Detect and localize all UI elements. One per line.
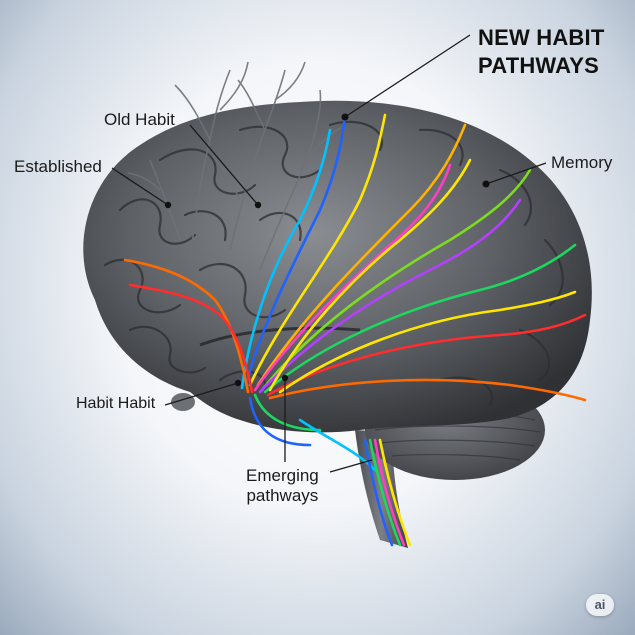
cerebrum: [83, 100, 592, 433]
title-line-2: PATHWAYS: [478, 53, 599, 78]
ai-badge-icon: ai: [586, 594, 614, 616]
leader-title: [344, 34, 471, 118]
emerging-line-1: Emerging: [246, 466, 319, 485]
label-emerging-pathways: Emerging pathways: [246, 466, 319, 506]
leader-emerging-b: [329, 459, 373, 473]
title-line-1: NEW HABIT: [478, 25, 605, 50]
leader-lines: [111, 34, 547, 473]
leader-dots: [164, 113, 490, 387]
leader-established: [111, 167, 169, 206]
label-memory: Memory: [551, 153, 613, 172]
leader-old-habit: [189, 124, 259, 206]
label-established: Established: [14, 157, 102, 176]
emerging-line-2: pathways: [246, 486, 319, 505]
leader-memory: [485, 162, 547, 185]
title-new-habit-pathways: NEW HABIT PATHWAYS: [478, 24, 604, 80]
old-habit-pathways: [127, 61, 341, 271]
label-old-habit: Old Habit: [104, 110, 175, 129]
new-habit-pathways: [123, 113, 587, 547]
leader-habit-habit: [164, 382, 239, 406]
label-habit-habit: Habit Habit: [76, 395, 156, 412]
